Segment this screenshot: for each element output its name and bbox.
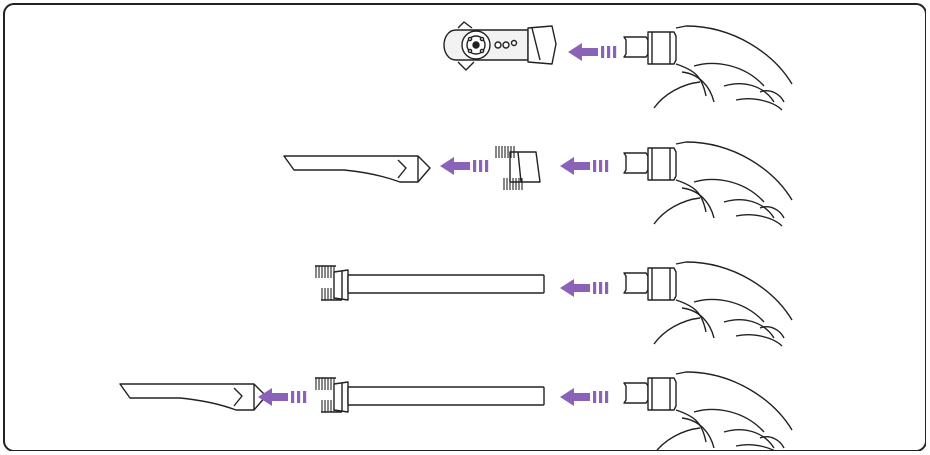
brush-extension-wand bbox=[315, 377, 544, 412]
attach-arrow bbox=[258, 388, 307, 406]
vacuum-nozzle bbox=[623, 25, 793, 111]
attach-arrow bbox=[560, 279, 609, 297]
row-3 bbox=[315, 261, 793, 347]
vacuum-nozzle bbox=[623, 261, 793, 347]
attach-arrow bbox=[440, 157, 489, 175]
dusting-brush bbox=[496, 146, 540, 190]
attach-arrow bbox=[568, 43, 617, 61]
crevice-tool bbox=[283, 155, 431, 183]
row-4 bbox=[119, 371, 793, 455]
row-2 bbox=[283, 141, 793, 227]
crevice-tool bbox=[119, 383, 267, 411]
attach-arrow bbox=[560, 157, 609, 175]
vacuum-nozzle bbox=[623, 371, 793, 455]
vacuum-nozzle bbox=[623, 141, 793, 227]
row-1 bbox=[443, 21, 793, 111]
motorized-brush-head bbox=[443, 21, 557, 71]
brush-extension-wand bbox=[315, 265, 544, 300]
attach-arrow bbox=[560, 388, 609, 406]
